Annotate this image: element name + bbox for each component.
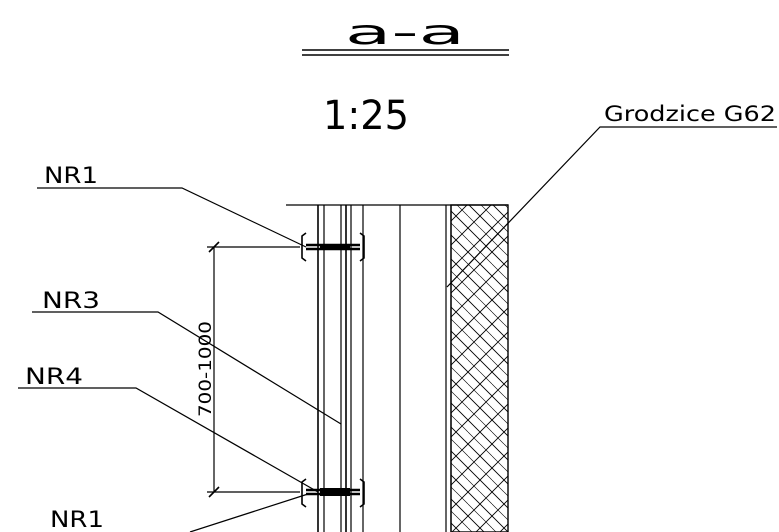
- label-nr1-top: NR1: [44, 164, 98, 189]
- label-sheet-pile: Grodzice G62: [604, 102, 776, 126]
- waler-top: [301, 232, 365, 262]
- label-nr1-bottom: NR1: [50, 508, 104, 532]
- leader-nr3: [32, 311, 342, 425]
- leader-sheet-pile: [446, 126, 777, 288]
- leader-nr1-top: [37, 187, 307, 248]
- waler-bottom: [301, 478, 365, 508]
- section-title: a-a: [345, 13, 465, 53]
- dimension-text: 700-1000: [196, 321, 216, 417]
- sheet-pile-hatch: [450, 204, 509, 532]
- leader-nr4: [18, 387, 319, 493]
- leader-nr1-bottom: [189, 493, 309, 532]
- label-nr4: NR4: [25, 365, 83, 390]
- section-scale: 1:25: [323, 93, 409, 139]
- label-nr3: NR3: [42, 289, 100, 314]
- dimension-line: [207, 241, 300, 498]
- vertical-profiles: [317, 205, 452, 532]
